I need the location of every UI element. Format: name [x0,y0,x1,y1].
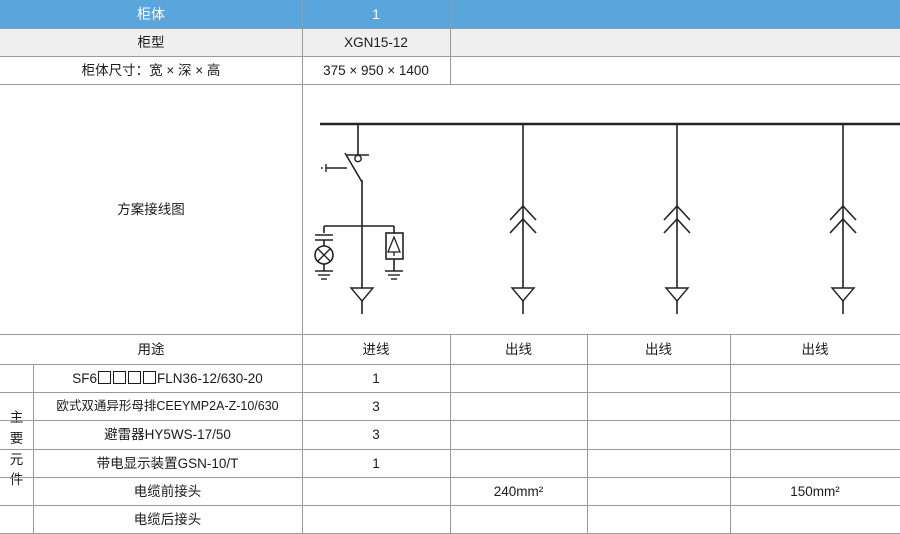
component-name-3: 避雷器HY5WS-17/50 [104,427,231,443]
cabinet-type-blank [450,29,900,56]
component-name-5: 电缆前接头 [133,483,202,499]
component-qty-3-out2 [587,421,730,449]
missing-glyph-box-icon [142,370,156,384]
component-qty-1-incoming: 1 [372,370,380,386]
component-qty-4-out1 [450,450,587,477]
component-qty-5-out3: 150mm² [790,483,840,499]
components-vertical-char-2: 要 [9,430,24,446]
scheme-diagram-label: 方案接线图 [117,201,185,217]
vrule-lower-col1 [302,335,303,534]
outgoing-1-cable-end-triangle [510,287,536,303]
vrule-lower-col2 [450,335,451,534]
vrule-header-col1 [302,0,303,84]
cabinet-size-value: 375 × 950 × 1400 [323,62,429,78]
usage-label: 用途 [137,341,165,357]
cabinet-size-label: 柜体尺寸：宽 × 深 × 高 [81,62,221,78]
component-name-6: 电缆后接头 [133,511,202,527]
outgoing-3-chevron-upper [829,204,857,221]
component-qty-6-out1 [450,506,587,533]
header-cabinet-number: 1 [372,5,380,22]
component-qty-1-out2 [587,365,730,392]
cabinet-size-blank [450,57,900,84]
usage-value-2: 出线 [505,341,532,357]
component-qty-2-incoming: 3 [372,398,380,414]
usage-value-3: 出线 [645,341,672,357]
component-qty-4-incoming: 1 [372,455,380,471]
component-name-1-text: SF6 FLN36-12/630-20 [72,370,263,387]
vrule-lower-col3 [587,335,588,534]
component-qty-5-incoming [302,478,450,505]
missing-glyph-box-icon [127,370,141,384]
cabinet-type-label: 柜型 [137,34,165,50]
header-blank-cell [450,0,900,28]
outgoing-1-chevron-lower [509,217,537,234]
outgoing-2-chevron-lower [663,217,691,234]
usage-value-1: 进线 [362,341,390,357]
vrule-lower-col4 [730,335,731,534]
component-qty-1-out1 [450,365,587,392]
component-qty-6-out2 [587,506,730,533]
vrule-components-label [33,365,34,534]
missing-glyph-box-icon [97,370,111,384]
vrule-header-col2 [450,0,451,84]
component-qty-2-out3 [730,393,900,420]
component-qty-2-out2 [587,393,730,420]
load-break-switch-blade [344,152,363,183]
vrule-diagram-left [302,85,303,334]
component-name-1: SF6 FLN36-12/630-20 [33,365,302,392]
components-vertical-label: 主 要 元 件 [0,365,33,534]
component-qty-4-out2 [587,450,730,477]
component-qty-6-out3 [730,506,900,533]
component-qty-3-incoming: 3 [372,427,380,443]
rule-below-header-row3 [0,84,900,85]
usage-value-4: 出线 [801,341,829,357]
component-qty-5-out1: 240mm² [493,483,544,499]
cabinet-type-value: XGN15-12 [344,34,408,50]
header-cabinet-label: 柜体 [137,5,165,22]
components-vertical-char-4: 件 [9,472,24,488]
outgoing-2-chevron-upper [663,204,691,221]
component-qty-2-out1 [450,393,587,420]
component-qty-1-out3 [730,365,900,392]
rule-below-diagram [0,334,900,335]
incoming-contact-circle [354,154,362,163]
outgoing-1-chevron-upper [509,204,537,221]
component-name-2: 欧式双通异形母排CEEYMP2A-Z-10/630 [56,399,279,414]
outgoing-2-cable-end-triangle [664,287,690,303]
components-vertical-char-3: 元 [9,451,24,467]
component-qty-3-out1 [450,421,587,449]
single-line-diagram [302,85,900,334]
component-qty-5-out2 [587,478,730,505]
component-qty-4-out3 [730,450,900,477]
component-qty-6-incoming [302,506,450,533]
lamp-cross-b [317,248,331,262]
incoming-cable-end-triangle [349,287,375,303]
component-name-1-prefix: SF6 [72,370,97,386]
component-name-4: 带电显示装置GSN-10/T [96,455,239,471]
components-vertical-char-1: 主 [9,409,24,425]
outgoing-3-cable-end-triangle [830,287,856,303]
component-qty-3-out3 [730,421,900,449]
outgoing-3-chevron-lower [829,217,857,234]
arrester-triangle [387,235,401,253]
missing-glyph-box-icon [112,370,126,384]
component-name-1-suffix: FLN36-12/630-20 [156,370,263,386]
